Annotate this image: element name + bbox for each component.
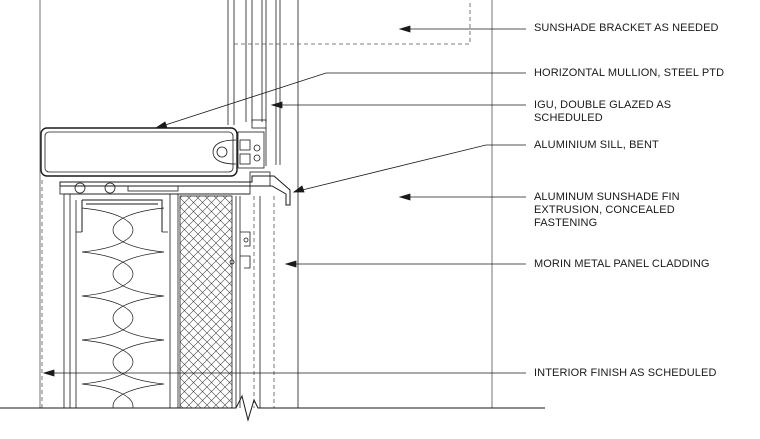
sunshade-bracket-outline	[234, 0, 471, 45]
label-igu: IGU, DOUBLE GLAZED AS SCHEDULED	[534, 99, 671, 125]
section-break-line	[0, 394, 545, 422]
label-sunshade-fin: ALUMINUM SUNSHADE FIN EXTRUSION, CONCEAL…	[534, 191, 680, 230]
leader-horizontal-mullion	[155, 72, 526, 129]
label-line: EXTRUSION, CONCEALED	[534, 204, 675, 216]
label-line: IGU, DOUBLE GLAZED AS	[534, 99, 672, 111]
label-line: ALUMINUM SUNSHADE FIN	[534, 191, 680, 203]
leader-aluminium-sill	[293, 144, 526, 193]
horizontal-mullion	[40, 127, 238, 177]
rigid-insulation	[179, 195, 233, 409]
label-aluminium-sill: ALUMINIUM SILL, BENT	[534, 139, 659, 151]
batt-insulation	[81, 207, 165, 408]
label-sunshade-bracket: SUNSHADE BRACKET AS NEEDED	[534, 22, 719, 34]
label-metal-panel: MORIN METAL PANEL CLADDING	[534, 258, 710, 270]
steel-stud	[81, 199, 163, 232]
label-line: FASTENING	[534, 217, 598, 229]
label-line: SCHEDULED	[534, 112, 603, 124]
aluminium-sill	[59, 175, 291, 206]
label-interior-finish: INTERIOR FINISH AS SCHEDULED	[534, 367, 717, 379]
label-horizontal-mullion: HORIZONTAL MULLION, STEEL PTD	[534, 67, 725, 79]
